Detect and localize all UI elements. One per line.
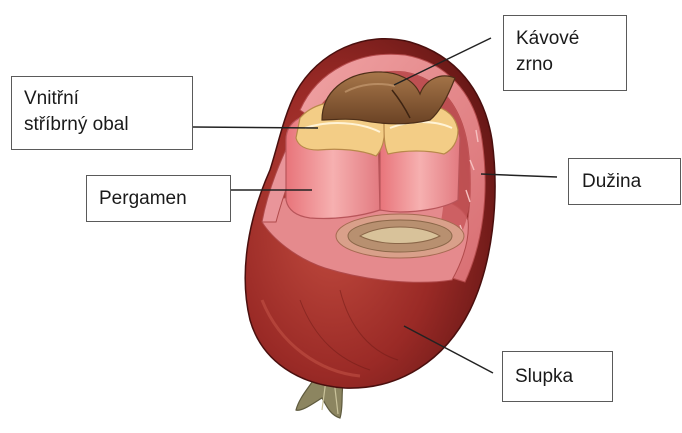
leader-line-vnitrni-obal: [193, 127, 318, 128]
label-skin-text: Slupka: [515, 364, 600, 390]
label-silver-skin-line2: stříbrný obal: [24, 112, 180, 138]
label-parchment-text: Pergamen: [99, 186, 218, 212]
label-pulp: Dužina: [568, 158, 681, 205]
bean-cross-section: [336, 214, 464, 258]
label-coffee-bean: Kávové zrno: [503, 15, 627, 91]
label-pulp-text: Dužina: [582, 169, 668, 195]
label-silver-skin: Vnitřní stříbrný obal: [11, 76, 193, 150]
label-coffee-bean-line1: Kávové: [516, 26, 614, 52]
label-parchment: Pergamen: [86, 175, 231, 222]
label-silver-skin-line1: Vnitřní: [24, 86, 180, 112]
label-skin: Slupka: [502, 351, 613, 402]
label-coffee-bean-line2: zrno: [516, 52, 614, 78]
